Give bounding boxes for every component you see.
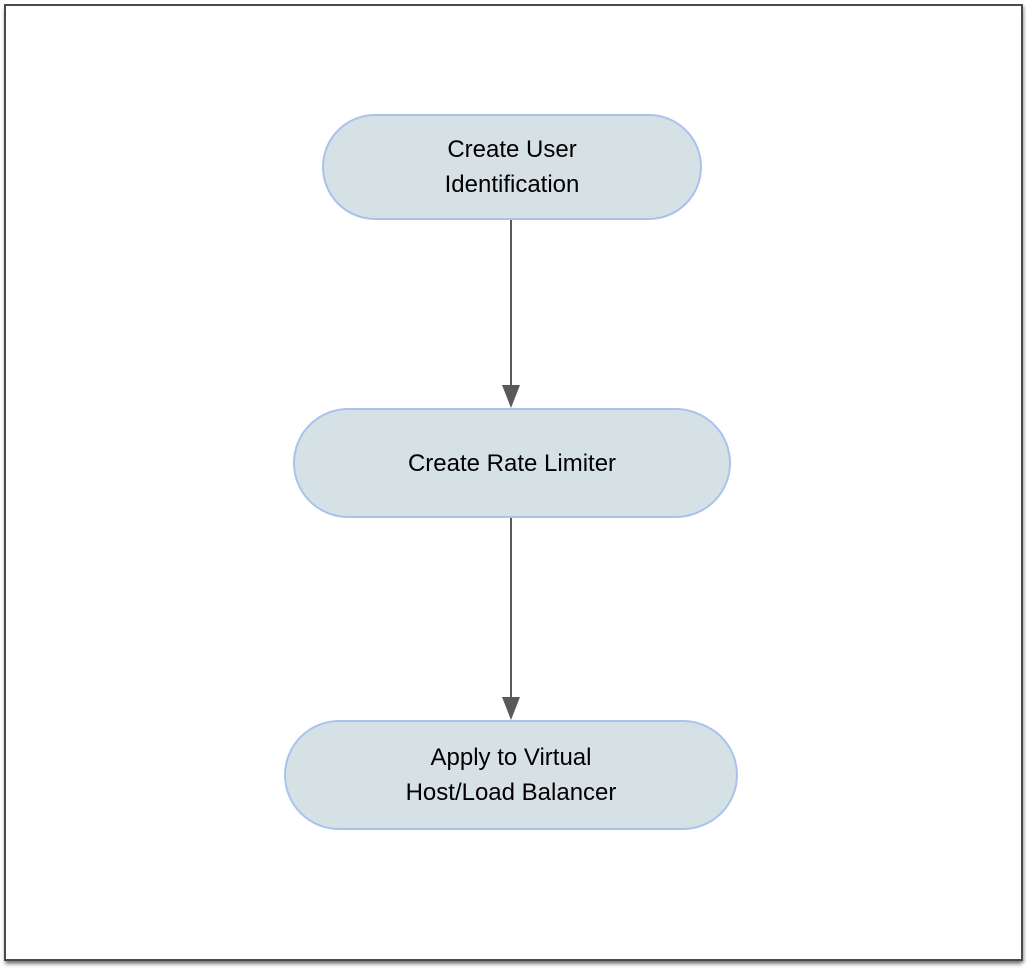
node-label-line: Create User <box>447 136 577 163</box>
flowchart-node-apply-to-virtual-host-load-balancer: Apply to Virtual Host/Load Balancer <box>284 720 738 830</box>
flowchart-node-create-rate-limiter: Create Rate Limiter <box>293 408 731 518</box>
node-label-line: Apply to Virtual <box>430 744 592 771</box>
arrow-head-down-icon <box>502 697 520 720</box>
arrow-line <box>510 220 512 387</box>
arrow-line <box>510 518 512 699</box>
arrow-head-down-icon <box>502 385 520 408</box>
node-label-line: Host/Load Balancer <box>405 779 617 806</box>
node-label-line: Identification <box>444 171 580 198</box>
node-label-line: Create Rate Limiter <box>407 449 617 477</box>
flowchart-node-create-user-identification: Create User Identification <box>322 114 702 220</box>
